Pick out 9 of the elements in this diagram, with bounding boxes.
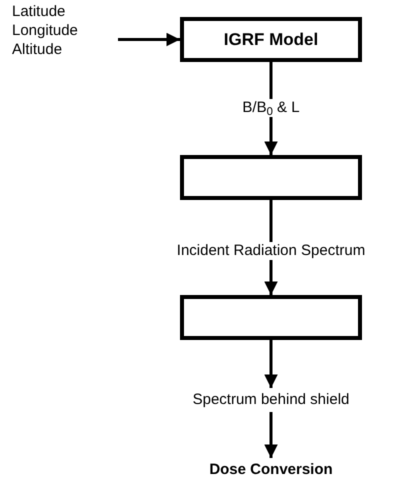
process-box: [180, 155, 362, 200]
process-box: IGRF Model: [180, 17, 362, 62]
input-text: Latitude Longitude Altitude: [12, 2, 112, 62]
arrow: [264, 412, 278, 458]
arrow: [118, 32, 180, 46]
arrow: [264, 340, 278, 388]
flow-text: Spectrum behind shield: [150, 388, 392, 412]
process-box: [180, 295, 362, 340]
output-text: Dose Conversion: [170, 458, 372, 482]
